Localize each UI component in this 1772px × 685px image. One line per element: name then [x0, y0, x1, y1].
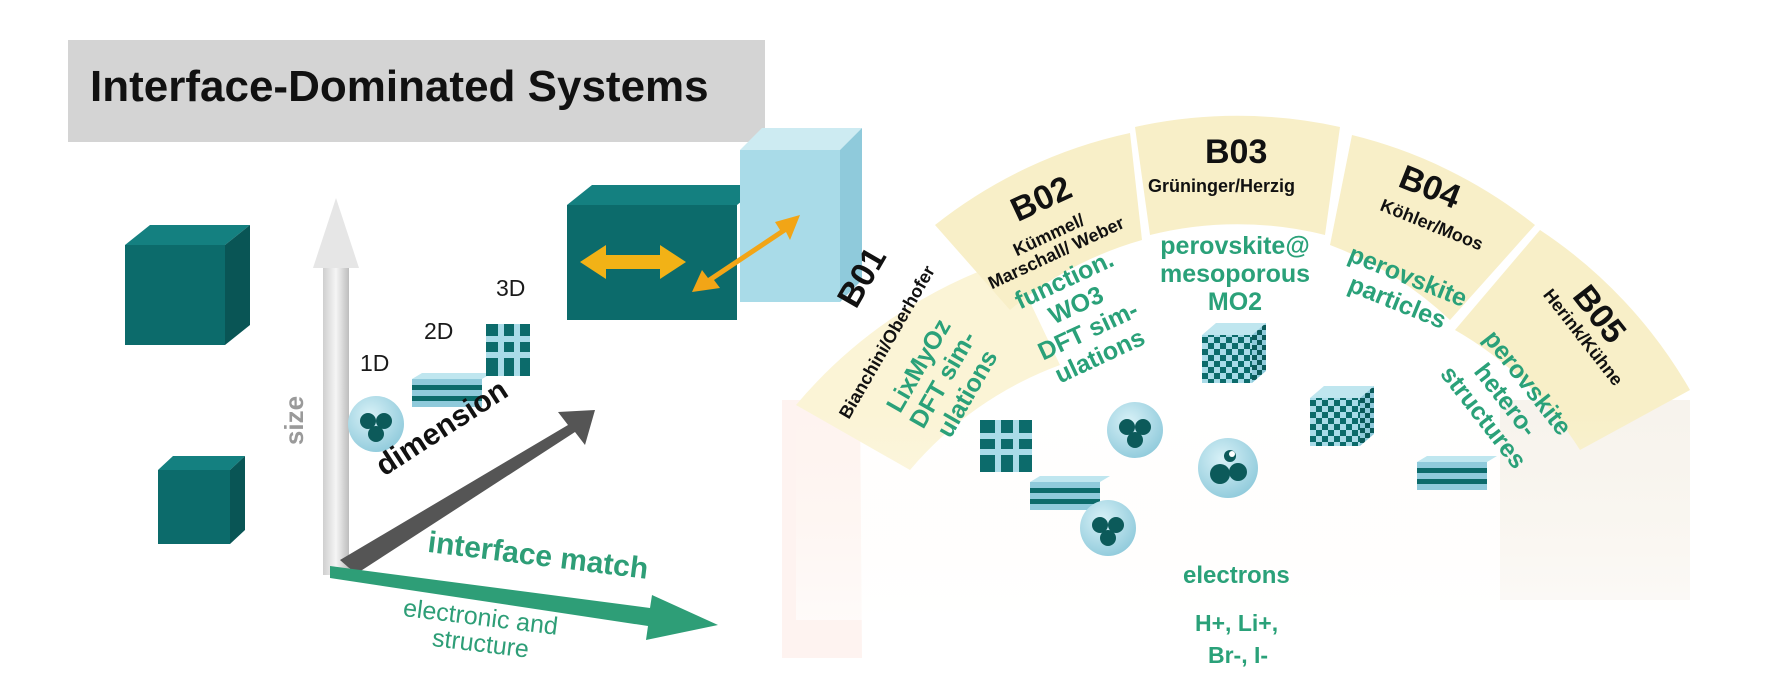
small-cube — [158, 456, 245, 544]
segment-b03-body-line2: mesoporous — [1160, 260, 1311, 288]
segment-b03-id: B03 — [1205, 133, 1268, 171]
center-ions-line2: Br-, I- — [1208, 642, 1269, 668]
large-cube — [125, 225, 250, 345]
title-box: Interface-Dominated Systems — [68, 40, 765, 142]
interface-axis — [330, 566, 718, 640]
interface-block — [567, 128, 862, 320]
segment-b03-body: perovskite@ mesoporous MO2 — [1160, 232, 1310, 316]
center-ions-line1: H+, Li+, — [1195, 610, 1279, 636]
label-2d: 2D — [424, 318, 454, 344]
size-axis — [313, 198, 359, 575]
center-electrons-label: electrons — [1183, 562, 1290, 589]
segment-b03-body-line1: perovskite@ — [1160, 232, 1310, 260]
label-1d: 1D — [360, 350, 390, 376]
size-axis-label: size — [279, 395, 310, 446]
label-3d: 3D — [496, 275, 526, 301]
dimension-axis — [340, 410, 595, 574]
page-title: Interface-Dominated Systems — [90, 62, 709, 111]
segment-b03-body-line3: MO2 — [1207, 288, 1263, 316]
segment-b03-authors: Grüninger/Herzig — [1148, 176, 1296, 196]
